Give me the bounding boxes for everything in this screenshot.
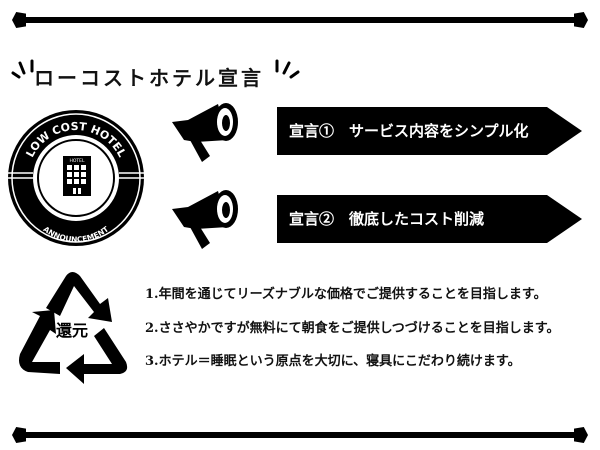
hotel-building-icon: HOTEL xyxy=(63,156,91,196)
page-title: ローコストホテル宣言 xyxy=(34,66,264,90)
bottom-divider-left-cap xyxy=(12,427,26,443)
building-label: HOTEL xyxy=(69,158,85,164)
recycle-icon: 還元 xyxy=(19,272,128,384)
declaration-label: 宣言① サービス内容をシンプル化 xyxy=(289,122,529,140)
declaration-label: 宣言② 徹底したコスト削減 xyxy=(289,210,485,228)
declaration-banner-2: 宣言② 徹底したコスト削減 xyxy=(277,195,582,243)
recycle-label: 還元 xyxy=(56,321,88,340)
top-divider-right-cap xyxy=(574,12,588,28)
megaphone-icon xyxy=(172,190,238,249)
top-divider-left-cap xyxy=(12,12,26,28)
list-item: 3.ホテル＝睡眠という原点を大切に、寝具にこだわり続けます。 xyxy=(145,354,521,369)
bottom-divider xyxy=(26,432,574,438)
megaphone-icon xyxy=(172,103,238,162)
low-cost-hotel-badge: LOW COST HOTEL ANNOUNCEMENT HOTEL xyxy=(8,110,144,246)
top-divider xyxy=(26,17,574,23)
sparkle-left-icon xyxy=(11,59,34,79)
list-item: 2.ささやかですが無料にて朝食をご提供しつづけることを目指します。 xyxy=(145,321,560,336)
declaration-banner-1: 宣言① サービス内容をシンプル化 xyxy=(277,107,582,155)
bottom-divider-right-cap xyxy=(574,427,588,443)
list-item: 1.年間を通じてリーズナブルな価格でご提供することを目指します。 xyxy=(145,287,547,302)
sparkle-right-icon xyxy=(275,59,300,79)
